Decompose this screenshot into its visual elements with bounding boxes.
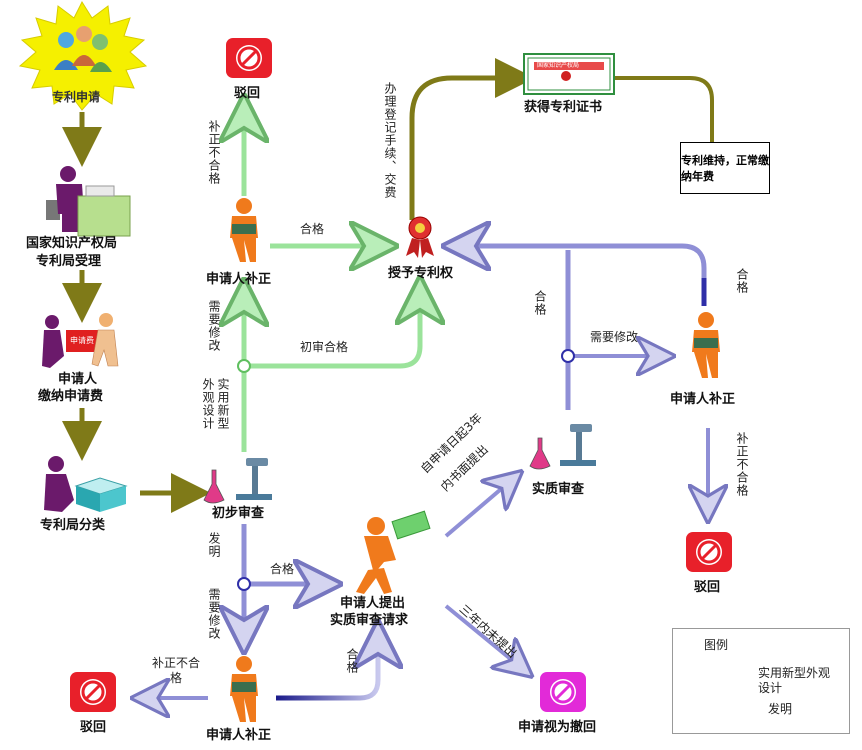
grant-ribbon-icon: [406, 216, 434, 258]
edge-invention: 发明: [207, 532, 221, 558]
person-icon-right: [692, 312, 720, 378]
node-classify: 专利局分类: [40, 518, 106, 533]
edge-pass-right-vertical: 合格: [533, 290, 547, 316]
green-arrows: [238, 108, 420, 452]
office-worker-icon: [46, 166, 131, 237]
node-correct-right: 申请人补正: [670, 392, 736, 407]
node-request-line2: 实质审查请求: [330, 613, 409, 628]
person-icon-top: [230, 198, 258, 262]
edge-pass-mid: 合格: [270, 562, 295, 576]
legend-item-invention: 发明: [768, 702, 793, 716]
edge-first-pass: 初审合格: [300, 340, 349, 354]
reject-icon-bottom: [70, 672, 116, 712]
node-correct-top: 申请人补正: [206, 272, 272, 287]
edge-need-fix-bottom: 需要修改: [207, 588, 221, 640]
legend-item-utility: 实用新型外观设计: [758, 666, 831, 695]
blue-arrows: [142, 246, 708, 698]
edge-need-fix-right: 需要修改: [590, 330, 639, 344]
node-prelim: 初步审查: [212, 506, 265, 521]
node-pay-line1: 申请人: [58, 372, 98, 387]
edge-register: 办理登记手续、交费: [383, 82, 397, 199]
node-reject-right: 驳回: [694, 580, 721, 595]
certificate-icon: [523, 53, 615, 95]
legend-title: 图例: [704, 638, 729, 652]
fee-receipt-label: 申请费: [70, 336, 94, 345]
node-reject-bottom: 驳回: [80, 720, 107, 735]
node-withdrawn: 申请视为撤回: [518, 720, 597, 735]
olive-arrows: [62, 58, 714, 513]
edge-utility-design: 实用新型外观设计: [201, 378, 230, 430]
legend-box: [672, 628, 850, 734]
fee-payment-icon: [42, 313, 119, 368]
edge-pass-right: 合格: [735, 268, 749, 294]
reject-icon-top: [226, 38, 272, 78]
maintain-box: 专利维持，正常缴纳年费: [680, 142, 770, 194]
edge-fail-bottom: 补正不合格: [151, 656, 200, 685]
withdrawn-icon: [540, 672, 586, 712]
node-certificate: 获得专利证书: [524, 100, 603, 115]
node-apply: 专利申请: [52, 90, 101, 104]
edge-need-fix-top: 需要修改: [207, 300, 221, 352]
lab-microscope-icon-substantive: [529, 424, 596, 470]
node-cnipa-line2: 专利局受理: [36, 254, 102, 269]
node-pay-line2: 缴纳申请费: [38, 389, 104, 404]
node-substantive: 实质审查: [532, 482, 585, 497]
certificate-banner: 国家知识产权局: [537, 62, 580, 69]
node-cnipa-line1: 国家知识产权局: [26, 236, 118, 251]
reject-icon-right: [686, 532, 732, 572]
lab-microscope-icon-prelim: [203, 458, 272, 504]
person-request-icon: [356, 510, 431, 594]
node-grant: 授予专利权: [388, 266, 454, 281]
node-reject-top: 驳回: [234, 86, 261, 101]
edge-fail-top: 补正不合格: [207, 120, 221, 185]
node-correct-bottom: 申请人补正: [206, 728, 272, 743]
node-request-line1: 申请人提出: [340, 596, 406, 611]
application-burst-icon: [18, 0, 148, 111]
person-icon-bottom: [230, 656, 258, 722]
edge-fail-right: 补正不合格: [735, 432, 749, 497]
node-maintain: 专利维持，正常缴纳年费: [681, 154, 769, 183]
edge-pass-top: 合格: [300, 222, 325, 236]
edge-pass-bottom: 合格: [345, 648, 359, 674]
classification-icon: [44, 456, 128, 512]
